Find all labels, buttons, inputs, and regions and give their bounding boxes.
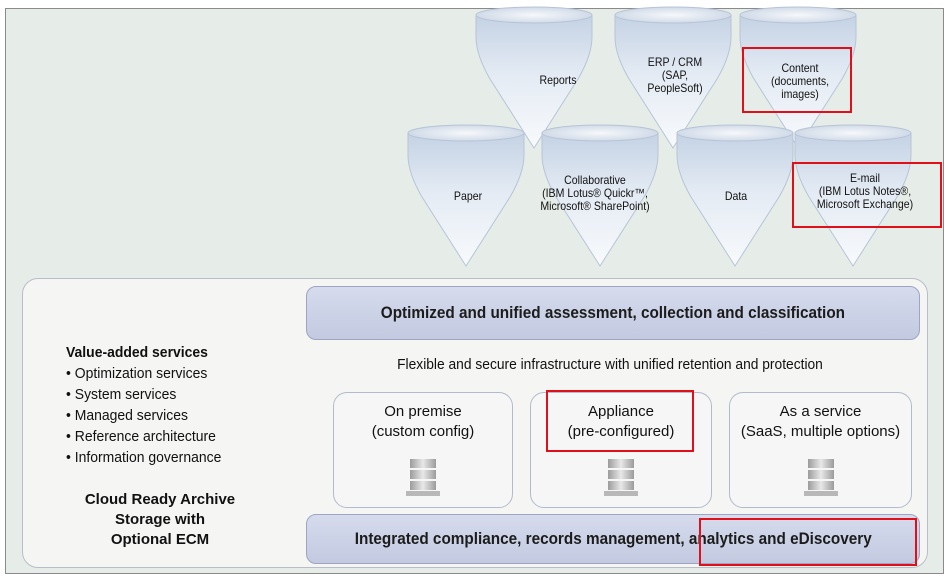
deployment-subtitle: (pre-configured) [567,423,675,440]
highlight-appliance [546,390,694,452]
funnel-label-reports: Reports [539,73,577,87]
funnel-label-email: E-mail(IBM Lotus Notes®,Microsoft Exchan… [816,171,914,211]
funnel-paper [407,124,525,267]
server-icon [803,459,838,496]
service-item: • Reference architecture [66,428,216,445]
funnel-label-data: Data [724,189,748,203]
highlight-content [742,47,852,113]
funnel-label-collaborative: Collaborative(IBM Lotus® Quickr™,Microso… [540,173,650,213]
funnel-collaborative [541,124,659,267]
funnel-label-content: Content(documents,images) [770,61,830,101]
service-item: • Managed services [66,407,188,424]
funnel-reports [475,6,593,149]
deployment-subtitle: (SaaS, multiple options) [740,423,901,440]
value-added-heading: Value-added services [66,344,208,361]
band-assessment-collection: Optimized and unified assessment, collec… [306,286,920,340]
funnel-email [794,124,912,267]
funnel-label-erp-crm: ERP / CRM(SAP,PeopleSoft) [647,55,703,95]
deployment-title: On premise [384,403,462,420]
service-item: • Information governance [66,449,222,466]
server-icon [406,459,440,496]
highlight-email [792,162,942,228]
deployment-on-premise: On premise (custom config) [333,392,513,508]
data-source-funnels [407,6,912,267]
server-icon [604,459,638,496]
funnel-label-paper: Paper [453,189,483,203]
deployment-as-a-service: As a service (SaaS, multiple options) [729,392,912,508]
funnel-erp-crm [614,6,732,149]
funnel-data [676,124,794,267]
service-item: • Optimization services [66,365,208,382]
deployment-title: As a service [779,403,862,420]
infrastructure-caption: Flexible and secure infrastructure with … [397,356,823,373]
deployment-title: Appliance [588,403,654,420]
highlight-analytics-ediscovery [699,518,917,566]
value-added-services: Value-added services • Optimization serv… [66,342,296,468]
service-item: • System services [66,386,177,403]
band-compliance-ediscovery: Integrated compliance, records managemen… [306,514,920,564]
deployment-subtitle: (custom config) [371,423,475,440]
